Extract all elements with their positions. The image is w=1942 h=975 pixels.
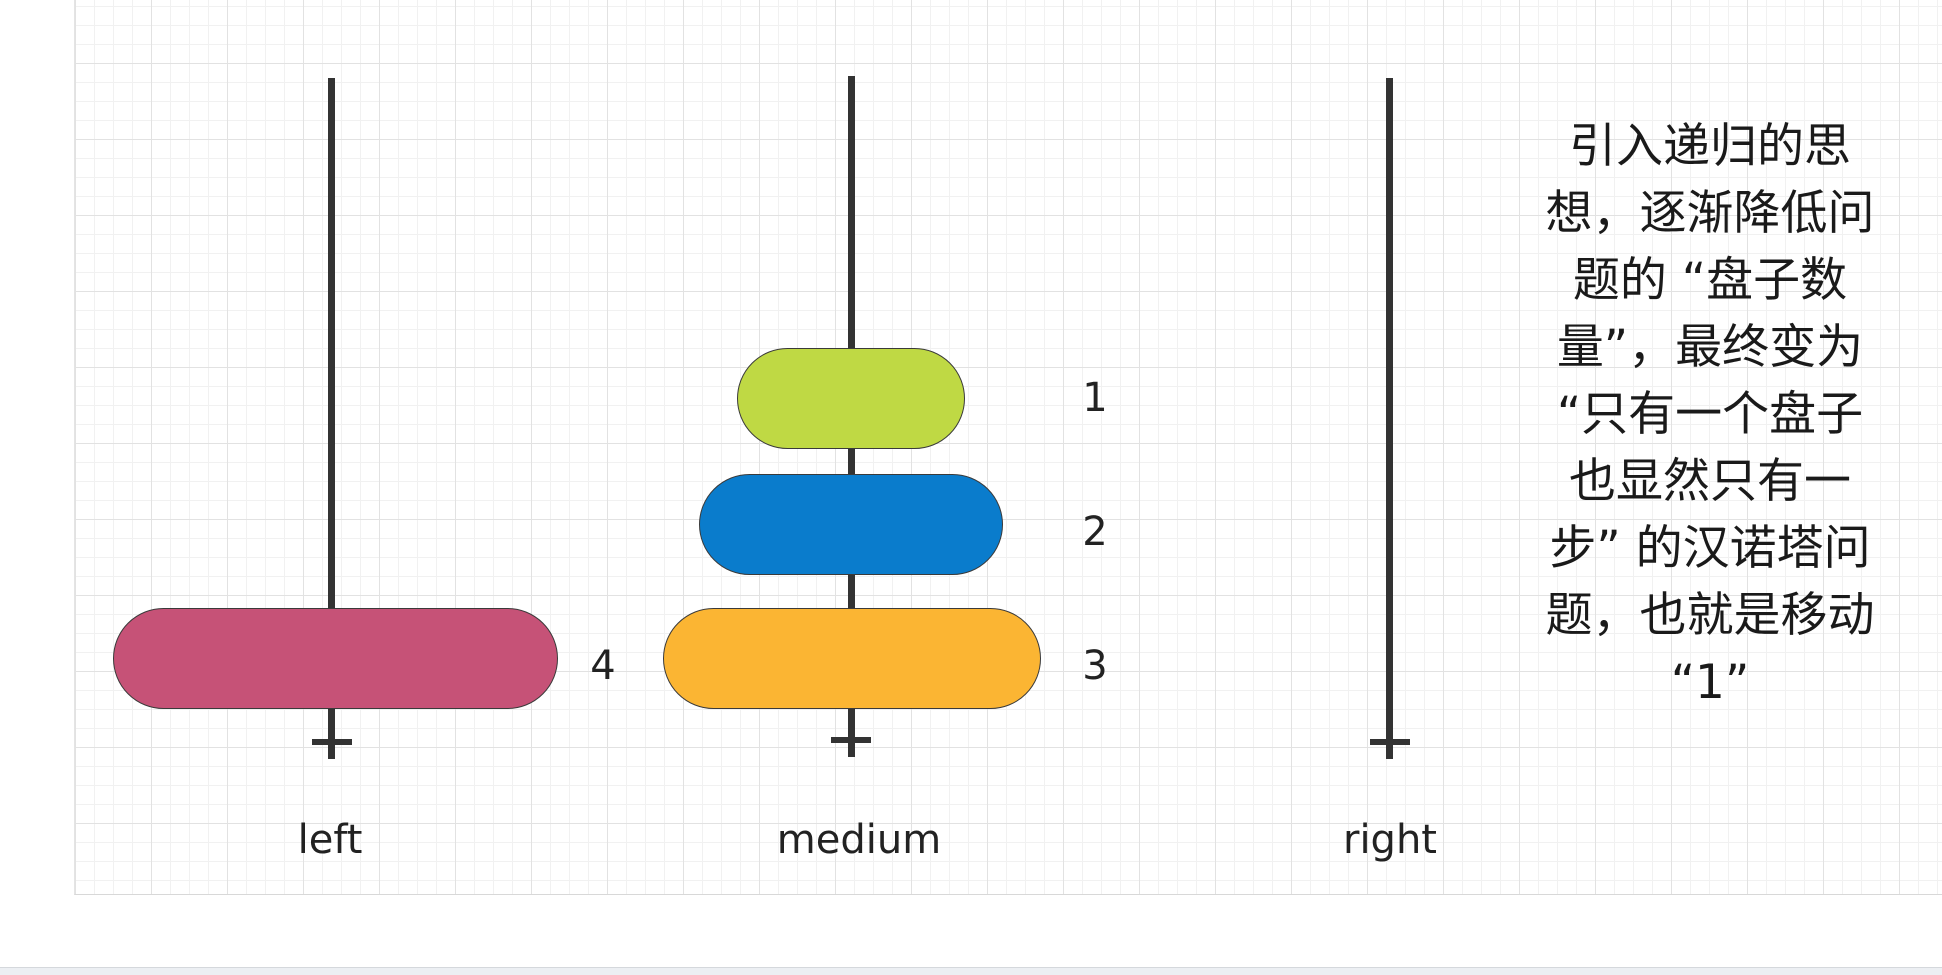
grid-background bbox=[74, 0, 1942, 895]
disk-label-4: 4 bbox=[590, 643, 616, 689]
medium-rod-foot bbox=[848, 743, 855, 757]
left-rod-base bbox=[312, 739, 352, 745]
disk-1 bbox=[737, 348, 965, 449]
disk-label-3: 3 bbox=[1082, 643, 1108, 689]
disk-label-1: 1 bbox=[1082, 375, 1108, 421]
right-rod-foot bbox=[1386, 745, 1393, 759]
disk-label-2: 2 bbox=[1082, 509, 1108, 555]
bottom-scroll-bar bbox=[0, 967, 1942, 975]
left-rod-foot bbox=[328, 745, 335, 759]
annotation-text: 引入递归的思 想，逐渐降低问 题的 “盘子数 量”，最终变为 “只有一个盘子 也… bbox=[1545, 119, 1875, 710]
peg-label-right: right bbox=[1343, 817, 1437, 863]
disk-4 bbox=[113, 608, 558, 709]
left-rod bbox=[328, 78, 335, 746]
medium-rod-base bbox=[831, 737, 871, 743]
peg-label-medium: medium bbox=[776, 817, 942, 863]
peg-label-left: left bbox=[297, 817, 363, 863]
right-rod-base bbox=[1370, 739, 1410, 745]
right-rod bbox=[1386, 78, 1393, 746]
disk-2 bbox=[699, 474, 1003, 575]
disk-3 bbox=[663, 608, 1041, 709]
